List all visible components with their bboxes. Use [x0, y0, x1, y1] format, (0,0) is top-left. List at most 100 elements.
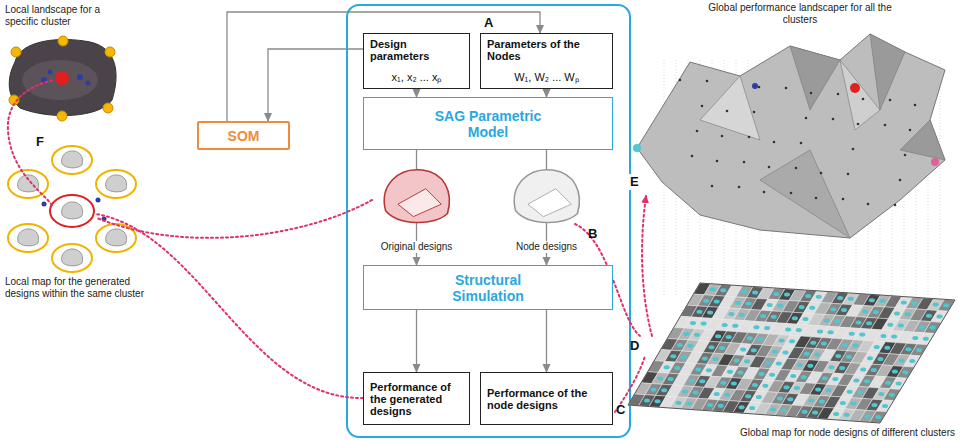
map-node-dot — [752, 383, 758, 387]
landscape-node — [696, 130, 699, 133]
connector — [268, 49, 363, 121]
map-node-dot — [808, 399, 814, 403]
box-body: W₁, W₂ ... Wₚ — [487, 69, 606, 84]
landscape-node — [743, 161, 746, 164]
map-node-dot — [933, 303, 939, 307]
drawing-part — [103, 103, 113, 113]
map-node-dot — [690, 321, 696, 325]
landscape-sheen — [22, 60, 98, 100]
node-map — [628, 283, 955, 423]
map-node-dot — [856, 321, 862, 325]
map-node-dot — [857, 391, 863, 395]
map-node-dot — [695, 368, 701, 372]
map-node-dot — [891, 335, 897, 339]
map-node-dot — [815, 388, 821, 392]
drawing-part — [106, 175, 127, 192]
map-node-dot — [804, 352, 810, 356]
drawing-part — [57, 111, 67, 121]
drawing-part — [48, 70, 53, 75]
map-node-dot — [822, 376, 828, 380]
landscape-node — [726, 110, 729, 113]
drawing-part — [11, 47, 21, 57]
map-node-dot — [853, 379, 859, 383]
landscape-node — [904, 154, 907, 157]
map-node-dot — [687, 344, 693, 348]
map-node-dot — [797, 363, 803, 367]
drawing-part — [96, 224, 136, 252]
map-node-dot — [810, 341, 816, 345]
map-node-dot — [686, 402, 692, 406]
landscape-node — [832, 118, 835, 121]
map-node-dot — [943, 303, 949, 307]
drawing-part — [52, 244, 92, 272]
map-node-dot — [759, 372, 765, 376]
map-node-dot — [772, 350, 778, 354]
map-node-dot — [919, 325, 925, 329]
map-node-dot — [894, 312, 900, 316]
box-title: Performance of the generated designs — [370, 381, 463, 417]
map-node-dot — [859, 332, 865, 336]
drawing-part — [18, 175, 39, 192]
map-node-dot — [744, 359, 750, 363]
parameter-box: Design parametersx₁, x₂ ... xₚ — [363, 33, 470, 89]
landscape-nodes — [679, 79, 917, 207]
callout-letter: F — [36, 134, 44, 150]
map-node-dot — [794, 386, 800, 390]
panel-caption: Local map for the generated designs with… — [5, 276, 150, 300]
box-title: Structural Simulation — [418, 272, 558, 304]
map-node-dot — [779, 339, 785, 343]
landscape-node — [815, 197, 818, 200]
drawing-part — [514, 170, 579, 223]
landscape-node — [679, 79, 682, 82]
landscape-node — [862, 98, 865, 101]
map-node-dot — [844, 413, 850, 417]
landscape-node — [914, 104, 917, 107]
map-node-dot — [789, 339, 795, 343]
map-node-dot — [926, 314, 932, 318]
framework-container — [347, 5, 630, 437]
drawing-part — [77, 74, 83, 80]
drawing-part — [96, 214, 363, 398]
drawing-part — [18, 151, 127, 266]
map-node-dot — [916, 348, 922, 352]
map-node-dot — [745, 394, 751, 398]
drawing-part — [58, 36, 68, 46]
map-cell — [924, 322, 941, 334]
map-node-dot — [887, 323, 893, 327]
map-node-dot — [781, 408, 787, 412]
drawing-part — [790, 46, 840, 110]
map-node-dot — [802, 410, 808, 414]
map-node-dot — [847, 390, 853, 394]
map-node-dot — [742, 290, 748, 294]
map-cell — [890, 378, 907, 390]
map-node-dot — [792, 316, 798, 320]
map-node-dot — [714, 299, 720, 303]
cluster-dots — [9, 36, 115, 121]
map-node-dot — [764, 326, 770, 330]
connector — [416, 310, 417, 372]
drawing-part — [8, 224, 48, 252]
map-node-dot — [829, 365, 835, 369]
landscape-point — [633, 144, 641, 152]
design-caption: Original designs — [379, 241, 455, 253]
simulation-box: Structural Simulation — [363, 265, 613, 310]
map-node-dot — [752, 291, 758, 295]
map-node-dot — [756, 395, 762, 399]
map-node-dot — [882, 404, 888, 408]
map-node-dot — [683, 332, 689, 336]
drawing-part — [62, 151, 83, 168]
map-node-dot — [814, 353, 820, 357]
landscape-node — [785, 87, 788, 90]
map-node-dot — [689, 379, 695, 383]
design-caption: Node designs — [514, 241, 579, 253]
map-node-dot — [834, 319, 840, 323]
map-node-dot — [842, 343, 848, 347]
map-node-dot — [769, 373, 775, 377]
map-node-dot — [722, 323, 728, 327]
landscape-node — [748, 136, 751, 139]
map-node-dot — [896, 382, 902, 386]
map-node-dot — [724, 393, 730, 397]
landscape-node — [716, 160, 719, 163]
map-node-dot — [885, 381, 891, 385]
map-node-dot — [701, 322, 707, 326]
